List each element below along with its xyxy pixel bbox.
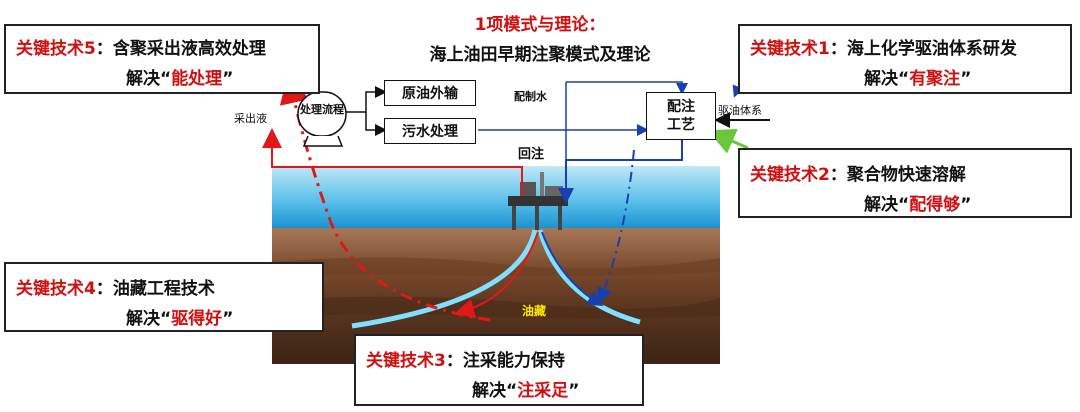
key-tech-2-name: 聚合物快速溶解 xyxy=(846,165,966,185)
reservoir-label: 油藏 xyxy=(522,304,547,318)
key-tech-2-label: 关键技术2 xyxy=(750,165,830,185)
reinjection-label: 回注 xyxy=(518,147,545,162)
processing-tank xyxy=(297,91,347,147)
sewage-treatment-box: 污水处理 xyxy=(384,118,476,144)
injection-process-line2: 工艺 xyxy=(667,117,695,133)
produced-fluid-label: 采出液 xyxy=(234,112,267,125)
key-tech-5-box: 关键技术5：含聚采出液高效处理 解决“能处理” xyxy=(4,24,320,94)
key-tech-1-name: 海上化学驱油体系研发 xyxy=(846,39,1017,59)
key-tech-2-solve: 配得够 xyxy=(909,195,961,215)
key-tech-3-name: 注采能力保持 xyxy=(462,351,565,371)
processing-label: 处理流程 xyxy=(300,103,344,116)
injection-process-line1: 配注 xyxy=(667,99,695,115)
key-tech-4-solve: 驱得好 xyxy=(171,309,223,329)
offshore-platform xyxy=(508,172,568,230)
key-tech-3-box: 关键技术3：注采能力保持 解决“注采足” xyxy=(354,334,644,406)
title-line1: 1项模式与理论： xyxy=(474,15,606,35)
key-tech-5-solve: 能处理 xyxy=(171,69,223,89)
key-tech-4-box: 关键技术4：油藏工程技术 解决“驱得好” xyxy=(4,262,324,332)
oil-displacement-system-label: 驱油体系 xyxy=(718,104,762,117)
key-tech-4-name: 油藏工程技术 xyxy=(112,279,215,299)
title-line2: 海上油田早期注聚模式及理论 xyxy=(429,45,651,65)
crude-export-box: 原油外输 xyxy=(384,80,476,106)
key-tech-2-box: 关键技术2：聚合物快速溶解 解决“配得够” xyxy=(738,148,1072,218)
key-tech-3-label: 关键技术3 xyxy=(366,351,446,371)
key-tech-1-label: 关键技术1 xyxy=(750,39,830,59)
key-tech-4-label: 关键技术4 xyxy=(16,279,96,299)
sea-layer xyxy=(272,166,720,230)
key-tech-5-label: 关键技术5 xyxy=(16,39,96,59)
key-tech-1-box: 关键技术1：海上化学驱油体系研发 解决“有聚注” xyxy=(738,24,1072,94)
key-tech-1-solve: 有聚注 xyxy=(909,69,961,89)
injection-process-box: 配注 工艺 xyxy=(646,92,716,140)
key-tech-3-solve: 注采足 xyxy=(517,381,569,401)
prepared-water-label: 配制水 xyxy=(514,90,547,103)
key-tech-5-name: 含聚采出液高效处理 xyxy=(112,39,266,59)
